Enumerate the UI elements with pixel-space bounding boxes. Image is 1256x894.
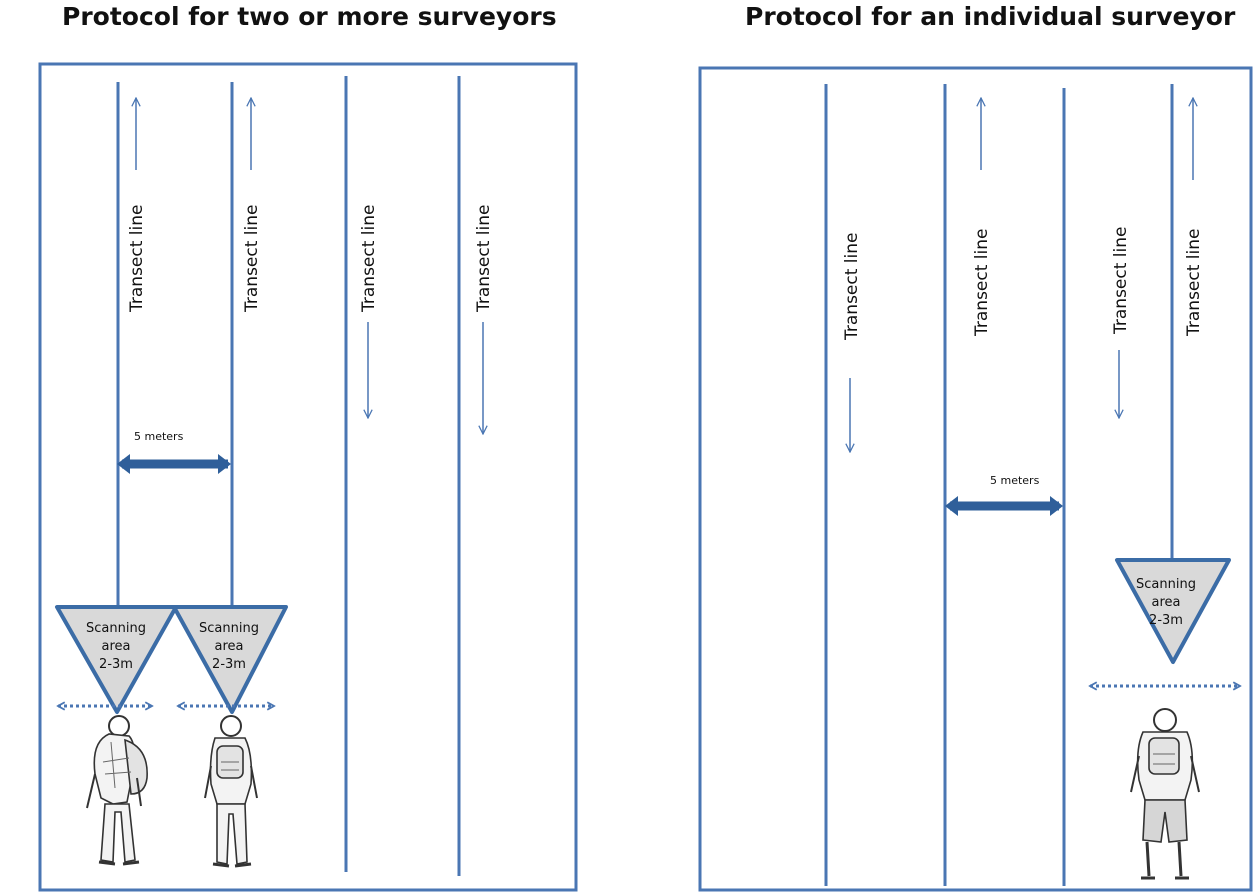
scanning-area-label: 2-3m	[1149, 613, 1183, 628]
transect-label: Transect line	[842, 233, 862, 341]
transect-label: Transect line	[1184, 229, 1204, 337]
transect-label: Transect line	[359, 205, 379, 313]
surveyor-figure-icon	[1130, 708, 1200, 880]
transect-label: Transect line	[242, 205, 262, 313]
transect-label: Transect line	[1111, 227, 1131, 335]
left-panel-title: Protocol for two or more surveyors	[62, 2, 557, 31]
surveyor-figure-icon	[204, 715, 258, 868]
scanning-area-label: area	[1152, 595, 1181, 610]
scanning-area-label: 2-3m	[212, 657, 246, 672]
right-panel: Transect line Transect line Transect lin…	[698, 66, 1253, 892]
scanning-area-label: Scanning	[86, 621, 146, 636]
transect-label: Transect line	[972, 229, 992, 337]
distance-arrowhead-left-icon	[945, 496, 958, 516]
scanning-area-triangle	[55, 605, 178, 714]
distance-label: 5 meters	[990, 474, 1040, 487]
distance-arrowhead-right-icon	[1050, 496, 1063, 516]
distance-arrowhead-right-icon	[218, 454, 231, 474]
transect-label: Transect line	[127, 205, 147, 313]
left-panel: Transect line Transect line Transect lin…	[38, 62, 578, 892]
scanning-area-label: Scanning	[199, 621, 259, 636]
scanning-area-triangle	[172, 605, 288, 714]
scanning-area-label: area	[215, 639, 244, 654]
right-panel-title: Protocol for an individual surveyor	[745, 2, 1236, 31]
left-panel-frame	[38, 62, 578, 892]
scanning-area-label: area	[102, 639, 131, 654]
distance-label: 5 meters	[134, 430, 184, 443]
right-panel-frame	[698, 66, 1253, 892]
distance-arrowhead-left-icon	[117, 454, 130, 474]
scanning-area-label: 2-3m	[99, 657, 133, 672]
scanning-area-label: Scanning	[1136, 577, 1196, 592]
transect-label: Transect line	[474, 205, 494, 313]
surveyor-figure-icon	[86, 715, 148, 866]
scanning-area-triangle	[1115, 558, 1231, 664]
